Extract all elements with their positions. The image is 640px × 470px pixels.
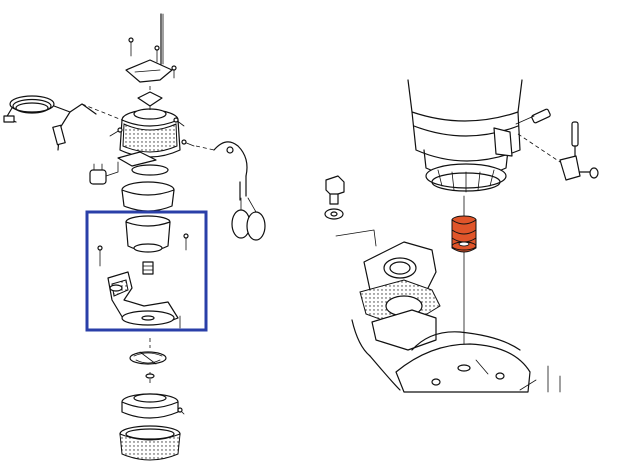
highlighted-assembly bbox=[97, 215, 189, 329]
motor-housing bbox=[119, 108, 181, 158]
pump-upper-body bbox=[121, 181, 175, 212]
capacitor bbox=[89, 161, 119, 185]
rotor-ring bbox=[131, 164, 169, 176]
cap-plate bbox=[137, 91, 163, 107]
seal-plate bbox=[117, 151, 157, 167]
highlight-frame bbox=[85, 210, 208, 332]
housing-screws bbox=[109, 117, 195, 147]
overview-exploded-view bbox=[3, 13, 266, 461]
strainer-base bbox=[119, 425, 181, 461]
detail-volute-casing bbox=[351, 241, 561, 393]
detail-motor-body bbox=[407, 79, 523, 193]
detail-side-bolts bbox=[515, 108, 599, 181]
float-switch bbox=[213, 141, 266, 241]
impeller bbox=[129, 351, 167, 379]
bottom-plate bbox=[121, 393, 185, 419]
top-screws bbox=[128, 37, 177, 79]
power-cable bbox=[3, 95, 97, 151]
highlighted-seal bbox=[451, 215, 477, 253]
detail-bolt-washer bbox=[324, 175, 377, 247]
detail-view bbox=[324, 79, 599, 393]
